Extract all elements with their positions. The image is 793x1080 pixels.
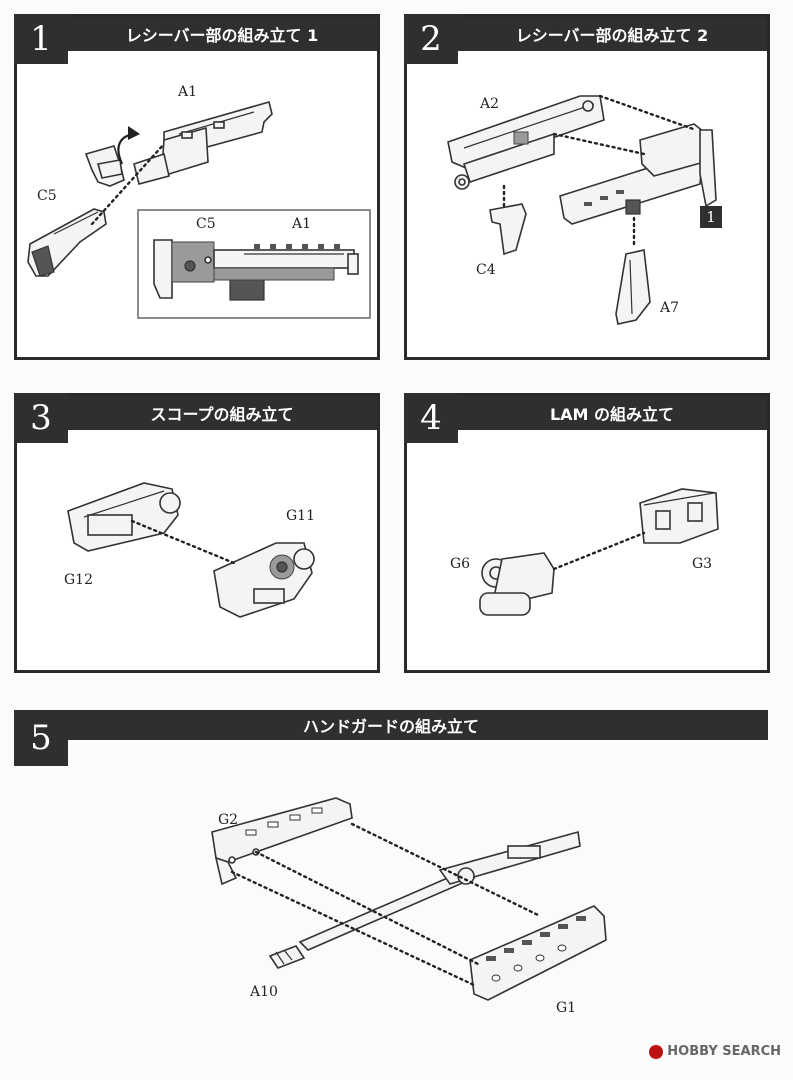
step-2-number: 2 [404, 14, 458, 64]
grip-c4-part [489, 203, 527, 256]
label-g6: G6 [450, 556, 471, 572]
label-g11: G11 [286, 508, 315, 524]
step-5-titlebar [14, 710, 768, 740]
label-g1: G1 [556, 1000, 577, 1016]
receiver-a1-part [133, 101, 273, 185]
receiver-half-right-part [559, 123, 717, 225]
receiver-a2-part [447, 95, 605, 190]
scope-g12-part [67, 482, 181, 552]
inset-label-a1: A1 [292, 216, 312, 232]
label-g12: G12 [64, 572, 93, 588]
label-c4: C4 [476, 262, 496, 278]
step-5-title: ハンドガードの組み立て [302, 717, 479, 736]
reference-step-badge: 1 [700, 206, 722, 228]
stock-c5-part [27, 208, 107, 277]
inset-label-c5: C5 [196, 216, 216, 232]
step-3-parts-illustration [67, 482, 315, 618]
handguard-g1-part [469, 905, 607, 1001]
step-2-title: レシーバー部の組み立て 2 [407, 17, 767, 51]
handguard-g2-part [211, 797, 353, 886]
label-a2: A2 [480, 96, 500, 112]
step-5-number: 5 [14, 710, 68, 766]
step-1-title: レシーバー部の組み立て 1 [17, 17, 377, 51]
step-4-number: 4 [404, 393, 458, 443]
watermark: HOBBY SEARCH [649, 1044, 781, 1059]
step-4-parts-illustration [479, 488, 719, 616]
step-4-title: LAM の組み立て [407, 396, 767, 430]
label-g2: G2 [218, 812, 239, 828]
label-a1: A1 [178, 84, 198, 100]
label-c5: C5 [37, 188, 57, 204]
watermark-text: HOBBY SEARCH [667, 1044, 781, 1059]
label-g3: G3 [692, 556, 713, 572]
step-3-number: 3 [14, 393, 68, 443]
step-2-parts-illustration [447, 94, 717, 325]
step-4-panel: LAM の組み立て 4 [404, 393, 770, 673]
lam-g3-part [639, 488, 719, 544]
hobby-search-logo-icon [649, 1044, 664, 1059]
label-a7: A7 [660, 300, 680, 316]
lam-g6-part [479, 552, 555, 616]
rotation-arrow-icon [117, 132, 135, 165]
flash-hider-a10-part [268, 945, 306, 969]
step-1-number: 1 [14, 14, 68, 64]
label-a10: A10 [250, 984, 278, 1000]
inset-receiver-illustration [153, 239, 359, 301]
step-5-parts-illustration [211, 797, 607, 1001]
barrel-part [298, 830, 581, 951]
magazine-a7-part [615, 249, 651, 325]
scope-g11-part [213, 542, 315, 618]
step-3-title: スコープの組み立て [17, 396, 377, 430]
step-1-parts-illustration [27, 101, 371, 319]
stock-piece-part [84, 145, 125, 187]
